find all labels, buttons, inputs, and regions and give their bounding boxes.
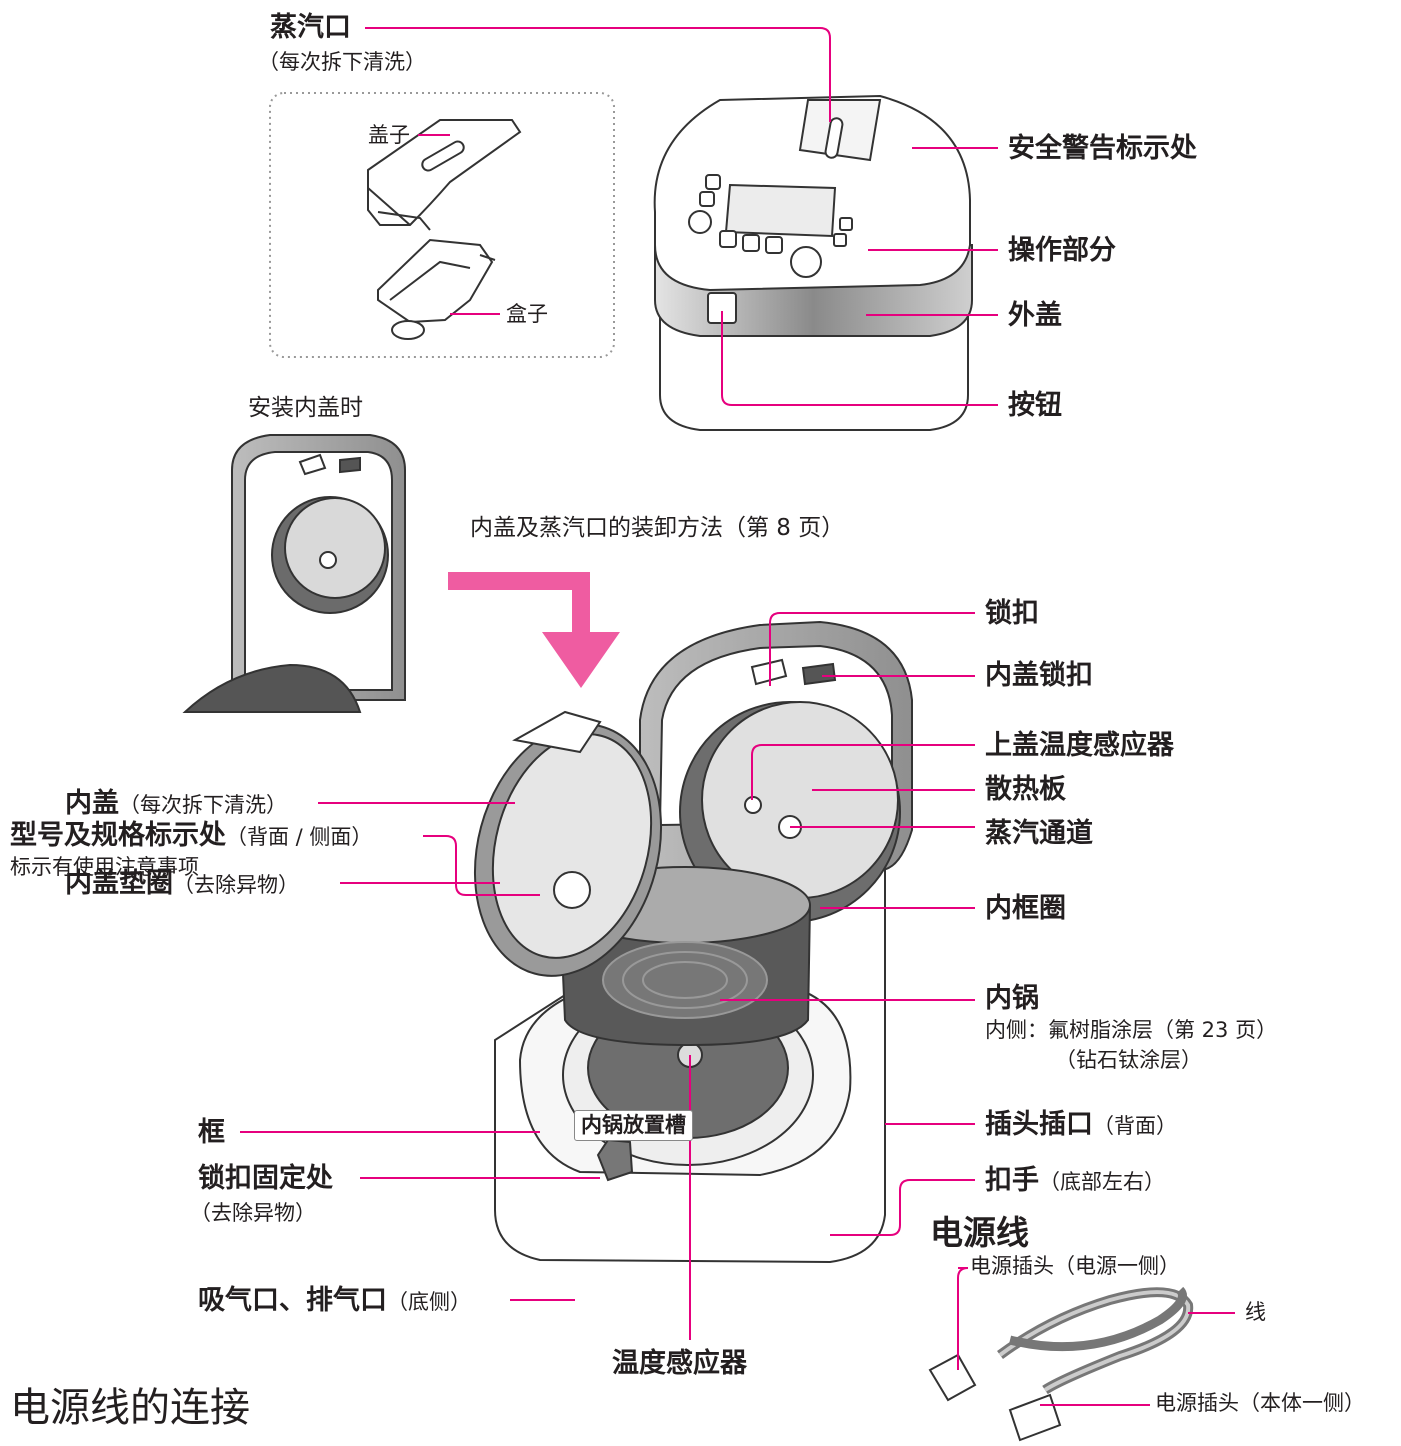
latch-holder-note: （去除异物） — [190, 1201, 316, 1225]
handle-note: （底部左右） — [1039, 1170, 1165, 1194]
lid-part-label: 盖子 — [368, 123, 410, 147]
model-label-text: 型号及规格标示处 — [10, 820, 226, 851]
inner-lid-note: （每次拆下清洗） — [119, 793, 287, 817]
lid-temp-sensor-label: 上盖温度感应器 — [985, 730, 1174, 761]
inner-lid-label: 内盖（每次拆下清洗） — [65, 790, 287, 817]
model-label-note: （背面 / 侧面） — [226, 825, 373, 849]
power-plug-outlet-label: 电源插头（电源一侧） — [970, 1254, 1180, 1278]
plug-socket-text: 插头插口 — [985, 1109, 1093, 1140]
outer-lid-label: 外盖 — [1008, 300, 1062, 331]
handle-text: 扣手 — [985, 1165, 1039, 1196]
air-vents-text: 吸气口、排气口 — [198, 1285, 387, 1316]
latch-holder-label: 锁扣固定处 — [198, 1163, 333, 1194]
inner-frame-ring-label: 内框圈 — [985, 893, 1066, 924]
handle-label: 扣手（底部左右） — [985, 1167, 1165, 1194]
inner-lid-gasket-note: （去除异物） — [173, 873, 299, 897]
closed-rice-cooker — [653, 94, 973, 431]
direction-arrow — [448, 572, 620, 688]
air-vents-label: 吸气口、排气口（底侧） — [198, 1287, 471, 1314]
inner-lid-install-illustration — [182, 434, 406, 713]
steam-vent-note: （每次拆下清洗） — [258, 50, 426, 74]
inner-lid-gasket-text: 内盖垫圈 — [65, 868, 173, 899]
power-cord-illustration — [928, 1286, 1194, 1442]
steam-passage-label: 蒸汽通道 — [985, 818, 1093, 849]
inner-pot-label: 内锅 — [985, 983, 1039, 1014]
inner-pot-note: 内侧：氟树脂涂层（第 23 页） — [985, 1018, 1278, 1042]
frame-label: 框 — [198, 1117, 225, 1148]
power-plug-body-label: 电源插头（本体一侧） — [1155, 1391, 1365, 1415]
section-title: 电源线的连接 — [10, 1385, 250, 1431]
inner-lid-latch-label: 内盖锁扣 — [985, 660, 1093, 691]
button-label: 按钮 — [1008, 390, 1062, 421]
plug-socket-label: 插头插口（背面） — [985, 1111, 1177, 1138]
heat-plate-label: 散热板 — [985, 774, 1066, 805]
safety-warning-label: 安全警告标示处 — [1008, 133, 1197, 164]
steam-vent-lid-part — [367, 119, 522, 231]
plug-socket-note: （背面） — [1093, 1114, 1177, 1138]
temp-sensor-label: 温度感应器 — [612, 1348, 747, 1379]
cord-wire-label: 线 — [1245, 1300, 1266, 1324]
model-label-note-2: 标示有使用注意事项 — [10, 855, 199, 879]
open-rice-cooker — [473, 620, 913, 1264]
inner-lid-install-label: 安装内盖时 — [248, 395, 363, 421]
model-label: 型号及规格标示处（背面 / 侧面） — [10, 822, 372, 849]
inner-lid-gasket-label: 内盖垫圈（去除异物） — [65, 870, 299, 897]
steam-vent-box-part — [377, 238, 496, 340]
inner-pot-note-2: （钻石钛涂层） — [1055, 1048, 1202, 1072]
inner-lid-text: 内盖 — [65, 788, 119, 819]
control-panel-label: 操作部分 — [1008, 235, 1116, 266]
box-part-label: 盒子 — [506, 302, 548, 326]
steam-vent-label: 蒸汽口 — [270, 12, 351, 43]
removal-method-link[interactable]: 内盖及蒸汽口的装卸方法（第 8 页） — [470, 515, 845, 541]
power-cord-heading: 电源线 — [930, 1213, 1029, 1252]
pot-seat-label: 内锅放置槽 — [574, 1110, 693, 1141]
air-vents-note: （底侧） — [387, 1290, 471, 1314]
steam-vent-parts-box — [269, 92, 615, 358]
leader-lines — [240, 27, 1235, 1406]
latch-label: 锁扣 — [985, 598, 1039, 629]
